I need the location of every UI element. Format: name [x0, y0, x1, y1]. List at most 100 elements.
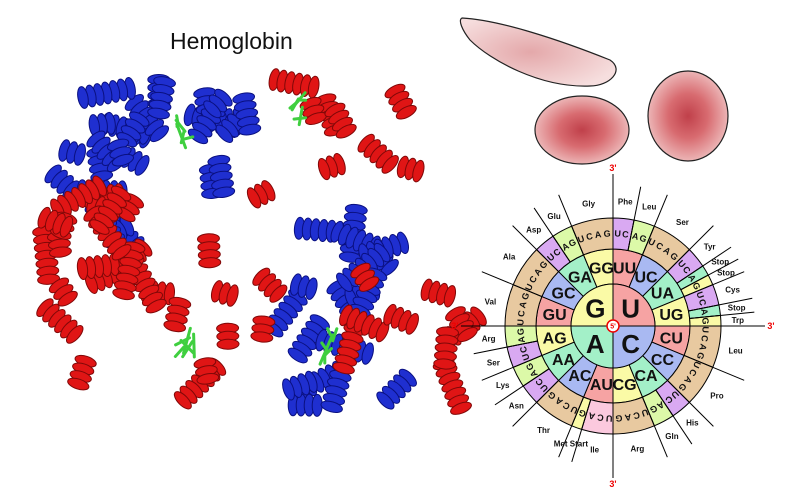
- first-base-label: C: [621, 329, 640, 359]
- helix-turn: [76, 257, 89, 280]
- three-prime-label: 3': [767, 321, 774, 331]
- amino-acid-label: Asp: [526, 225, 541, 234]
- helix-turn: [238, 123, 262, 136]
- heme-group: [288, 99, 300, 110]
- third-base-letters-path: G: [700, 317, 709, 325]
- heme-group: [326, 327, 332, 337]
- amino-acid-divider: [642, 194, 668, 256]
- second-base-label: CG: [613, 377, 637, 394]
- alpha-helix-red: [210, 280, 239, 307]
- first-base-label: U: [621, 294, 640, 324]
- amino-acid-label: Gly: [582, 199, 595, 208]
- second-base-label: GG: [589, 260, 614, 277]
- amino-acid-label: Asn: [509, 401, 524, 410]
- second-base-label: GA: [568, 269, 592, 286]
- alpha-helix-blue: [147, 76, 176, 120]
- third-base-letters: G: [690, 281, 702, 293]
- second-base-label: AC: [568, 368, 592, 385]
- amino-acid-label: Leu: [642, 202, 656, 211]
- helix-turn: [395, 104, 417, 120]
- amino-acid-divider: [667, 225, 714, 272]
- helix-turn: [450, 401, 472, 415]
- second-base-label: UU: [613, 260, 636, 277]
- alpha-helix-red: [445, 306, 478, 343]
- amino-acid-label: Stop: [711, 258, 729, 267]
- second-base-label: AA: [552, 352, 576, 369]
- amino-acid-label: Leu: [728, 346, 742, 355]
- third-base-letters-path: UCA: [585, 410, 610, 424]
- amino-acid-label: Pro: [710, 391, 723, 400]
- helix-turn: [112, 288, 135, 301]
- helix-turn: [89, 219, 110, 235]
- alpha-helix-blue: [289, 273, 318, 300]
- third-base-letters-path: G: [690, 281, 701, 293]
- alpha-helix-blue: [203, 88, 233, 119]
- alpha-helix-red: [250, 315, 276, 343]
- alpha-helix-red: [48, 277, 78, 307]
- third-base-letters: UCA: [585, 410, 612, 424]
- amino-acid-label: Lys: [496, 381, 510, 390]
- alpha-helix-red: [384, 83, 417, 120]
- heme-group: [179, 338, 195, 355]
- alpha-helix-red: [420, 278, 457, 308]
- amino-acid-divider: [676, 246, 732, 284]
- helix-turn: [203, 100, 222, 119]
- helix-turn: [147, 107, 170, 120]
- amino-acid-divider: [512, 225, 559, 272]
- five-prime-label: 5': [610, 324, 616, 331]
- third-base-letters: UC: [694, 290, 708, 308]
- amino-acid-divider: [481, 355, 543, 381]
- amino-acid-divider: [558, 396, 584, 458]
- amino-acid-divider: [689, 311, 755, 319]
- third-base-letters: G: [700, 317, 710, 325]
- alpha-helix-red: [324, 102, 357, 139]
- helix-turn: [269, 284, 288, 303]
- alpha-helix-red: [433, 326, 459, 370]
- third-base-letters-path: UC: [694, 290, 707, 308]
- second-base-label: UA: [651, 286, 675, 303]
- amino-acid-label: His: [686, 419, 699, 428]
- helix-turn: [134, 155, 150, 176]
- amino-acid-label: Cys: [725, 286, 740, 295]
- alpha-helix-blue: [282, 370, 318, 401]
- helix-turn: [37, 273, 61, 285]
- second-base-label: CA: [635, 368, 659, 385]
- amino-acid-divider: [558, 194, 584, 256]
- codon-wheel: UUUCPheAGLeuUCUCAGSerUAUCTyrAStopGStopUG…: [451, 163, 774, 489]
- alpha-helix-blue: [116, 111, 150, 148]
- third-base-letters: G: [576, 407, 587, 419]
- heme-group: [292, 116, 308, 121]
- helix-turn: [412, 159, 425, 183]
- second-base-label: UG: [659, 307, 683, 324]
- amino-acid-label: Ile: [590, 446, 599, 455]
- helix-turn: [405, 313, 419, 335]
- heme-group: [318, 333, 334, 366]
- helix-turn: [173, 391, 192, 410]
- center-circle: [606, 319, 620, 333]
- amino-acid-divider: [667, 380, 714, 427]
- helix-turn: [212, 186, 236, 199]
- heme-group: [297, 105, 304, 127]
- amino-acid-label: Arg: [630, 445, 644, 454]
- amino-acid-divider: [680, 258, 739, 291]
- amino-acid-divider: [571, 399, 592, 463]
- alpha-helix-blue: [58, 139, 86, 166]
- helix-turn: [215, 124, 234, 143]
- helix-turn: [336, 272, 353, 293]
- amino-acid-label: Ala: [503, 253, 516, 262]
- helix-turn: [187, 128, 209, 145]
- helix-turn: [111, 153, 134, 167]
- third-base-letters-path: A: [686, 273, 697, 285]
- helix-turn: [111, 244, 132, 261]
- three-prime-label: 3': [609, 163, 616, 173]
- second-base-label: GU: [543, 307, 567, 324]
- alpha-helix-red: [268, 68, 320, 99]
- alpha-helix-red: [396, 155, 425, 183]
- helix-turn: [282, 378, 295, 401]
- alpha-helix-blue: [232, 92, 262, 136]
- heme-group: [181, 340, 194, 359]
- second-base-label: CC: [651, 352, 675, 369]
- three-prime-label: 3': [609, 479, 616, 489]
- amino-acid-label: Ser: [487, 358, 500, 367]
